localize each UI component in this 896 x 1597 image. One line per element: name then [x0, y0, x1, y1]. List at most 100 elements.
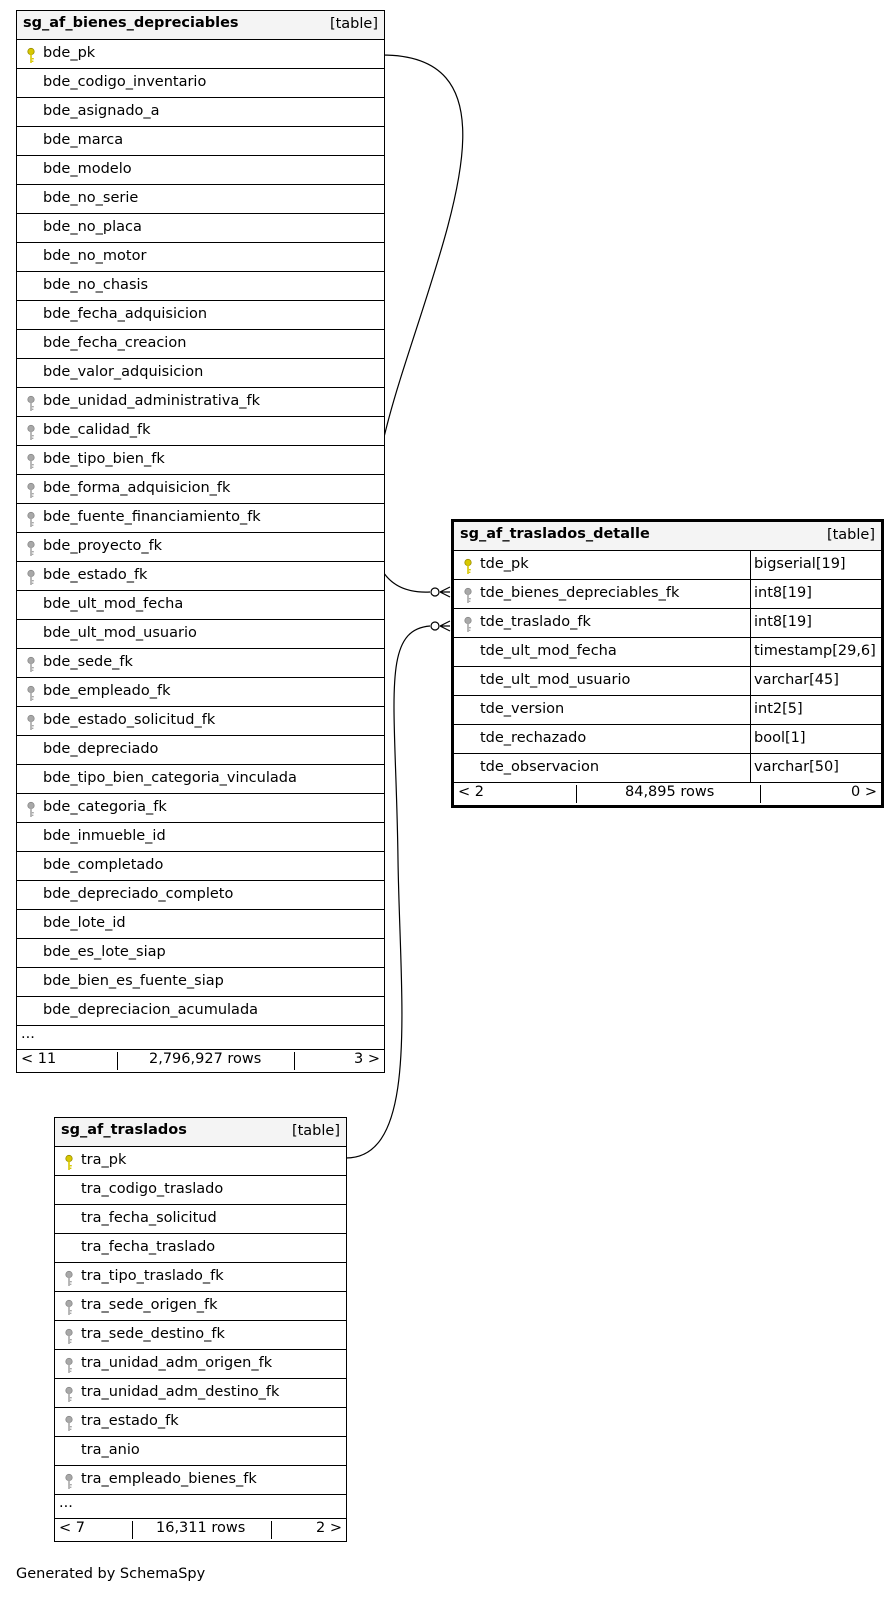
- column-row[interactable]: bde_estado_fk: [17, 562, 384, 591]
- table-type-label: [table]: [291, 1123, 340, 1139]
- column-row[interactable]: tra_empleado_bienes_fk: [55, 1466, 346, 1495]
- column-row[interactable]: bde_ult_mod_usuario: [17, 620, 384, 649]
- primary-key-icon: [26, 47, 36, 64]
- column-row[interactable]: bde_valor_adquisicion: [17, 359, 384, 388]
- column-name: tra_fecha_solicitud: [81, 1210, 217, 1226]
- column-name: tra_unidad_adm_origen_fk: [81, 1355, 273, 1371]
- column-row[interactable]: bde_modelo: [17, 156, 384, 185]
- column-name: bde_bien_es_fuente_siap: [43, 973, 224, 989]
- column-row[interactable]: tra_pk: [55, 1147, 346, 1176]
- column-name: bde_forma_adquisicion_fk: [43, 480, 231, 496]
- column-row[interactable]: bde_ult_mod_fecha: [17, 591, 384, 620]
- column-row[interactable]: tra_fecha_traslado: [55, 1234, 346, 1263]
- column-row[interactable]: bde_asignado_a: [17, 98, 384, 127]
- parents-link[interactable]: < 7: [59, 1520, 85, 1536]
- column-row[interactable]: bde_categoria_fk: [17, 794, 384, 823]
- column-row[interactable]: bde_forma_adquisicion_fk: [17, 475, 384, 504]
- column-row[interactable]: tra_sede_destino_fk: [55, 1321, 346, 1350]
- column-name: bde_no_placa: [43, 219, 142, 235]
- column-type: bigserial[19]: [754, 556, 846, 572]
- column-row[interactable]: bde_fecha_adquisicion: [17, 301, 384, 330]
- column-name: bde_tipo_bien_fk: [43, 451, 165, 467]
- column-row[interactable]: tra_codigo_traslado: [55, 1176, 346, 1205]
- column-row[interactable]: bde_pk: [17, 40, 384, 69]
- table-header: sg_af_bienes_depreciables [table]: [17, 11, 384, 40]
- column-row[interactable]: bde_calidad_fk: [17, 417, 384, 446]
- column-name: bde_no_motor: [43, 248, 147, 264]
- parents-link[interactable]: < 11: [21, 1051, 57, 1067]
- column-row[interactable]: tra_unidad_adm_destino_fk: [55, 1379, 346, 1408]
- column-row[interactable]: bde_estado_solicitud_fk: [17, 707, 384, 736]
- column-row[interactable]: bde_lote_id: [17, 910, 384, 939]
- column-row[interactable]: tra_fecha_solicitud: [55, 1205, 346, 1234]
- column-row[interactable]: tra_sede_origen_fk: [55, 1292, 346, 1321]
- column-name: tra_sede_origen_fk: [81, 1297, 218, 1313]
- primary-key-icon: [463, 558, 473, 575]
- column-row[interactable]: bde_marca: [17, 127, 384, 156]
- column-row[interactable]: bde_depreciado_completo: [17, 881, 384, 910]
- column-name: tde_ult_mod_fecha: [480, 643, 617, 659]
- children-link[interactable]: 3 >: [354, 1051, 380, 1067]
- column-name: tde_version: [480, 701, 565, 717]
- column-row[interactable]: tde_version int2[5]: [454, 696, 881, 725]
- column-name: bde_es_lote_siap: [43, 944, 166, 960]
- generated-by-label: Generated by SchemaSpy: [16, 1566, 206, 1582]
- table-header: sg_af_traslados_detalle [table]: [454, 522, 881, 551]
- foreign-key-icon: [26, 424, 36, 441]
- column-row[interactable]: bde_no_chasis: [17, 272, 384, 301]
- foreign-key-icon: [64, 1270, 74, 1287]
- column-row[interactable]: bde_inmueble_id: [17, 823, 384, 852]
- column-row[interactable]: bde_no_serie: [17, 185, 384, 214]
- column-row[interactable]: bde_es_lote_siap: [17, 939, 384, 968]
- column-row[interactable]: bde_completado: [17, 852, 384, 881]
- column-row[interactable]: bde_bien_es_fuente_siap: [17, 968, 384, 997]
- column-row[interactable]: tra_estado_fk: [55, 1408, 346, 1437]
- column-row[interactable]: bde_proyecto_fk: [17, 533, 384, 562]
- table-bienes-depreciables[interactable]: sg_af_bienes_depreciables [table] bde_pk…: [16, 10, 385, 1073]
- column-type: int2[5]: [754, 701, 803, 717]
- column-name: bde_fecha_creacion: [43, 335, 187, 351]
- column-type: int8[19]: [754, 614, 812, 630]
- column-name: bde_estado_solicitud_fk: [43, 712, 216, 728]
- foreign-key-icon: [64, 1357, 74, 1374]
- column-name: bde_empleado_fk: [43, 683, 171, 699]
- column-row[interactable]: bde_fecha_creacion: [17, 330, 384, 359]
- column-row[interactable]: tra_anio: [55, 1437, 346, 1466]
- more-text: ...: [59, 1495, 73, 1511]
- column-name: bde_estado_fk: [43, 567, 148, 583]
- children-link[interactable]: 2 >: [316, 1520, 342, 1536]
- column-row[interactable]: bde_empleado_fk: [17, 678, 384, 707]
- column-name: bde_codigo_inventario: [43, 74, 207, 90]
- column-row[interactable]: bde_fuente_financiamiento_fk: [17, 504, 384, 533]
- column-row[interactable]: bde_sede_fk: [17, 649, 384, 678]
- column-row[interactable]: bde_tipo_bien_fk: [17, 446, 384, 475]
- parents-link[interactable]: < 2: [458, 784, 484, 800]
- children-link[interactable]: 0 >: [851, 784, 877, 800]
- column-row[interactable]: bde_unidad_administrativa_fk: [17, 388, 384, 417]
- column-row[interactable]: bde_no_placa: [17, 214, 384, 243]
- foreign-key-icon: [64, 1386, 74, 1403]
- column-name: tra_unidad_adm_destino_fk: [81, 1384, 280, 1400]
- column-row[interactable]: bde_depreciacion_acumulada: [17, 997, 384, 1026]
- column-row[interactable]: bde_no_motor: [17, 243, 384, 272]
- foreign-key-icon: [26, 395, 36, 412]
- column-row[interactable]: tra_unidad_adm_origen_fk: [55, 1350, 346, 1379]
- column-row[interactable]: bde_codigo_inventario: [17, 69, 384, 98]
- column-row[interactable]: tra_tipo_traslado_fk: [55, 1263, 346, 1292]
- column-row[interactable]: bde_tipo_bien_categoria_vinculada: [17, 765, 384, 794]
- more-text: ...: [21, 1026, 35, 1042]
- column-name: bde_tipo_bien_categoria_vinculada: [43, 770, 297, 786]
- column-row[interactable]: bde_depreciado: [17, 736, 384, 765]
- foreign-key-icon: [26, 685, 36, 702]
